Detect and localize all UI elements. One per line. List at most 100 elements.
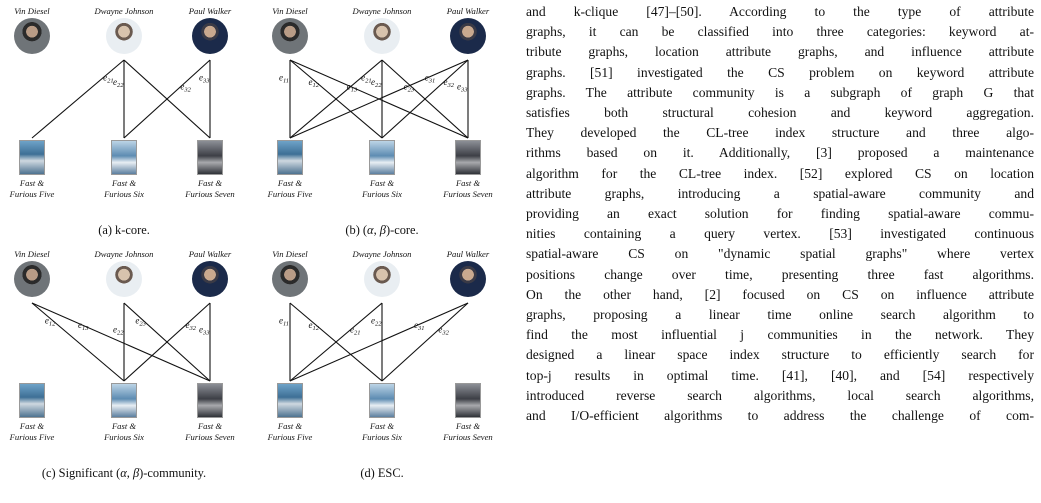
actor-name: Dwayne Johnson bbox=[353, 249, 412, 259]
text-line: nities containing a query vertex. [53] i… bbox=[526, 224, 1034, 244]
edge-label: e13 bbox=[78, 320, 89, 332]
actor-name: Paul Walker bbox=[447, 6, 489, 16]
actor-name: Dwayne Johnson bbox=[353, 6, 412, 16]
edge-label: e23 bbox=[135, 315, 146, 327]
edge-label: e13 bbox=[347, 82, 358, 94]
edge-label: e32 bbox=[443, 77, 454, 89]
edge-label: e31 bbox=[425, 72, 436, 84]
edge-e21 bbox=[32, 60, 124, 138]
edge-e31 bbox=[290, 303, 468, 381]
movie-title: Fast &Furious Five bbox=[268, 421, 313, 443]
edge-label: e22 bbox=[371, 77, 382, 89]
movie-poster-icon bbox=[111, 383, 137, 418]
edge-label: e32 bbox=[185, 320, 196, 332]
text-line: find the most influential j communities … bbox=[526, 325, 1034, 345]
actor-photo-icon bbox=[450, 18, 486, 54]
movie-title: Fast &Furious Six bbox=[104, 178, 144, 200]
actor-name: Vin Diesel bbox=[14, 6, 49, 16]
movie-poster-icon bbox=[455, 383, 481, 418]
text-line: and k-clique [47]–[50]. According to the… bbox=[526, 2, 1034, 22]
movie-title: Fast &Furious Five bbox=[268, 178, 313, 200]
edge-label: e12 bbox=[45, 315, 56, 327]
movie-title: Fast &Furious Six bbox=[362, 178, 402, 200]
movie-poster-icon bbox=[277, 383, 303, 418]
actor-photo-icon bbox=[106, 18, 142, 54]
text-line: algorithm for the CL-tree index. [52] ex… bbox=[526, 164, 1034, 184]
edge-label: e32 bbox=[180, 82, 191, 94]
edge-label: e32 bbox=[438, 325, 449, 337]
edge-label: e33 bbox=[199, 72, 210, 84]
text-line: graphs. The attribute community is a sub… bbox=[526, 83, 1034, 103]
movie-poster-icon bbox=[19, 383, 45, 418]
figure-caption: (d) ESC. bbox=[360, 466, 403, 481]
actor-name: Dwayne Johnson bbox=[95, 249, 154, 259]
movie-poster-icon bbox=[455, 140, 481, 175]
actor-photo-icon bbox=[192, 261, 228, 297]
body-text: and k-clique [47]–[50]. According to the… bbox=[526, 2, 1034, 426]
text-line: top-j results in optimal time. [41], [40… bbox=[526, 366, 1034, 386]
edge-e13 bbox=[32, 303, 210, 381]
movie-title: Fast &Furious Six bbox=[362, 421, 402, 443]
actor-photo-icon bbox=[192, 18, 228, 54]
actor-name: Paul Walker bbox=[189, 249, 231, 259]
movie-poster-icon bbox=[111, 140, 137, 175]
text-line: satisfies both structural cohesion and k… bbox=[526, 103, 1034, 123]
movie-poster-icon bbox=[197, 140, 223, 175]
movie-poster-icon bbox=[197, 383, 223, 418]
actor-name: Vin Diesel bbox=[14, 249, 49, 259]
text-line: graphs. [51] investigated the CS problem… bbox=[526, 63, 1034, 83]
edge-label: e11 bbox=[279, 315, 289, 327]
actor-name: Vin Diesel bbox=[272, 6, 307, 16]
text-line: They developed the CL-tree index structu… bbox=[526, 123, 1034, 143]
actor-name: Paul Walker bbox=[447, 249, 489, 259]
text-line: attribute graphs, introducing a spatial-… bbox=[526, 184, 1034, 204]
text-line: graphs, it can be classified into three … bbox=[526, 22, 1034, 42]
edge-e32 bbox=[382, 303, 468, 381]
figure-caption: (b) (α, β)-core. bbox=[345, 223, 418, 238]
text-line: introduced reverse search algorithms, lo… bbox=[526, 386, 1034, 406]
movie-title: Fast &Furious Five bbox=[10, 421, 55, 443]
movie-title: Fast &Furious Seven bbox=[443, 178, 492, 200]
text-line: positions change over time, presenting t… bbox=[526, 265, 1034, 285]
text-line: tribute graphs, location attribute graph… bbox=[526, 42, 1034, 62]
movie-poster-icon bbox=[369, 140, 395, 175]
edge-label: e12 bbox=[308, 320, 319, 332]
actor-photo-icon bbox=[272, 18, 308, 54]
edge-label: e33 bbox=[199, 325, 210, 337]
actor-name: Vin Diesel bbox=[272, 249, 307, 259]
movie-title: Fast &Furious Seven bbox=[185, 178, 234, 200]
movie-title: Fast &Furious Seven bbox=[185, 421, 234, 443]
edge-label: e21 bbox=[361, 72, 372, 84]
edge-label: e21 bbox=[103, 72, 114, 84]
edge-label: e21 bbox=[350, 325, 361, 337]
actor-photo-icon bbox=[14, 18, 50, 54]
movie-title: Fast &Furious Five bbox=[10, 178, 55, 200]
actor-photo-icon bbox=[364, 18, 400, 54]
text-line: providing an exact solution for finding … bbox=[526, 204, 1034, 224]
figure-panel-c: e12 e13 e22 e23 e32e33 Vin Diesel Dwayne Johns… bbox=[0, 243, 250, 483]
figure-caption: (a) k-core. bbox=[98, 223, 150, 238]
edge-label: e11 bbox=[279, 72, 289, 84]
edge-label: e22 bbox=[113, 77, 124, 89]
figure-panel-b: e11e12e13e21e22e23e31e32e33Vin DieselDwa… bbox=[258, 0, 508, 240]
movie-title: Fast &Furious Six bbox=[104, 421, 144, 443]
edge-label: e31 bbox=[414, 320, 425, 332]
figure-caption: (c) Significant (α, β)-community. bbox=[42, 466, 206, 481]
actor-photo-icon bbox=[14, 261, 50, 297]
edge-label: e22 bbox=[113, 325, 124, 337]
actor-name: Paul Walker bbox=[189, 6, 231, 16]
text-line: rithms based on it. Additionally, [3] pr… bbox=[526, 143, 1034, 163]
text-line: graphs, proposing a linear time online s… bbox=[526, 305, 1034, 325]
movie-poster-icon bbox=[19, 140, 45, 175]
actor-photo-icon bbox=[106, 261, 142, 297]
actor-photo-icon bbox=[364, 261, 400, 297]
movie-poster-icon bbox=[277, 140, 303, 175]
movie-title: Fast &Furious Seven bbox=[443, 421, 492, 443]
actor-photo-icon bbox=[450, 261, 486, 297]
actor-name: Dwayne Johnson bbox=[95, 6, 154, 16]
actor-photo-icon bbox=[272, 261, 308, 297]
text-line: spatial-aware CS on "dynamic spatial gra… bbox=[526, 244, 1034, 264]
